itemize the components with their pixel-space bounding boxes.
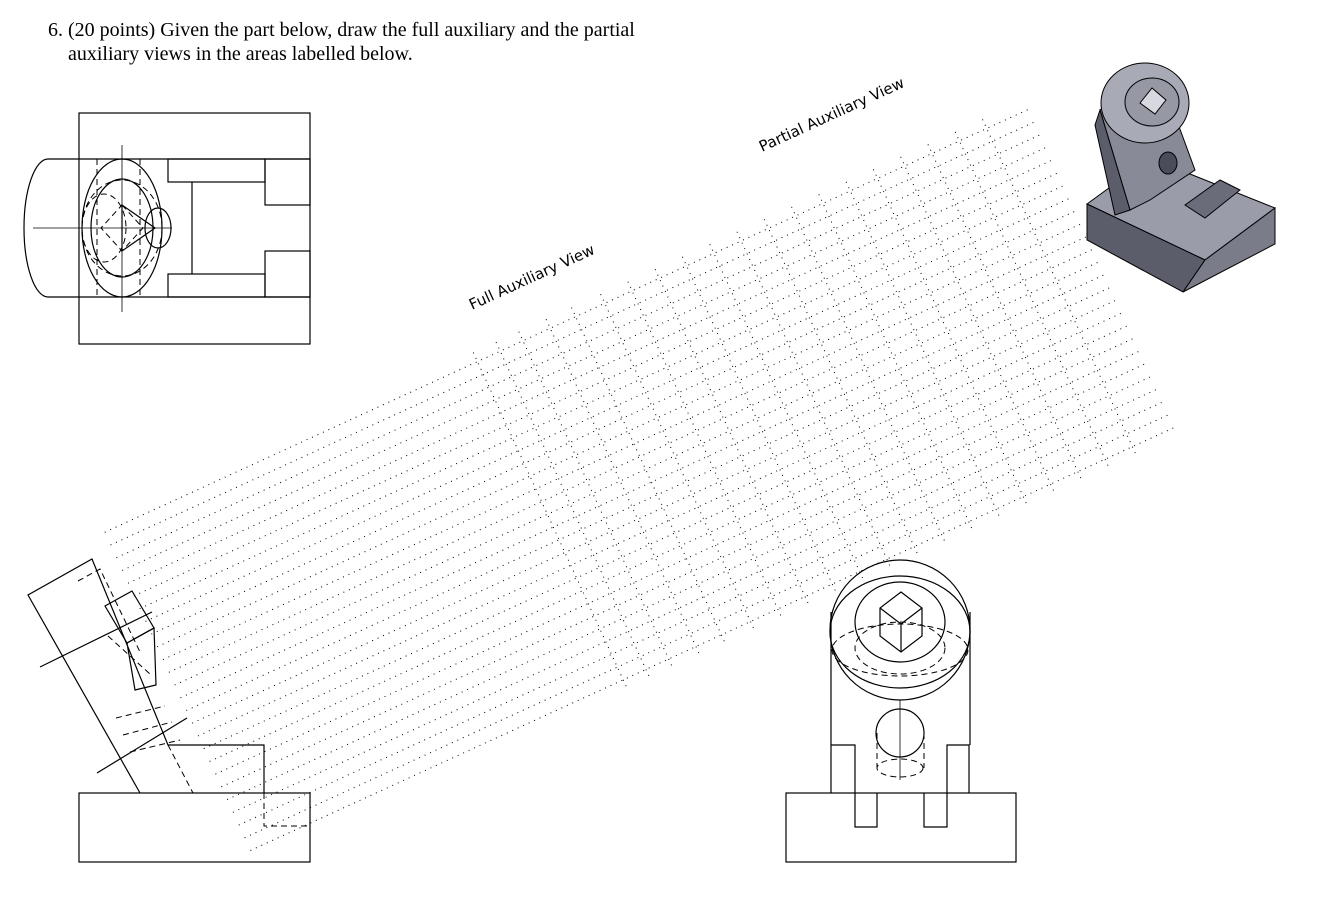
- iso-arm-side: [1094, 108, 1131, 216]
- projection-line: [156, 221, 1085, 648]
- projection-line: [244, 412, 1173, 839]
- projection-line: [682, 256, 837, 594]
- projection-grid: [104, 107, 1179, 851]
- projection-line: [736, 231, 892, 569]
- question-line-1: 6. (20 points) Given the part below, dra…: [48, 19, 635, 41]
- projection-line: [763, 219, 919, 556]
- iso-base-right: [1182, 207, 1276, 293]
- top-view: [23, 112, 311, 345]
- projection-line: [221, 361, 1149, 788]
- projection-lines-long: [104, 107, 1179, 851]
- projection-line: [518, 331, 674, 669]
- projection-line: [472, 352, 628, 690]
- projection-line: [203, 323, 1132, 750]
- projection-line: [495, 341, 651, 679]
- projection-line: [927, 144, 1083, 481]
- projection-line: [197, 310, 1126, 737]
- iso-square-hole: [1139, 87, 1167, 115]
- projection-line: [151, 209, 1079, 635]
- projection-line: [110, 119, 1039, 546]
- projection-line: [133, 170, 1062, 597]
- iso-slot: [1184, 179, 1241, 219]
- projection-line: [845, 181, 1001, 519]
- projection-line: [791, 206, 947, 544]
- projection-line: [186, 285, 1114, 711]
- projection-lines-cross: [472, 119, 1137, 690]
- projection-line: [127, 158, 1056, 584]
- front-view: [27, 558, 311, 863]
- projection-line: [238, 399, 1167, 826]
- question-text: 6. (20 points) Given the part below, dra…: [48, 18, 748, 66]
- projection-line: [600, 294, 756, 631]
- projection-line: [818, 194, 974, 531]
- projection-line: [209, 336, 1138, 762]
- projection-line: [627, 281, 783, 619]
- projection-line: [900, 156, 1056, 494]
- projection-line: [116, 132, 1044, 559]
- projection-line: [232, 387, 1161, 813]
- isometric-pictorial: [1086, 62, 1277, 293]
- projection-line: [226, 374, 1155, 801]
- full-auxiliary-view-label: Full Auxiliary View: [466, 241, 597, 314]
- projection-line: [191, 298, 1120, 724]
- projection-line: [139, 183, 1068, 610]
- iso-round-hole: [1158, 151, 1178, 175]
- projection-line: [121, 145, 1050, 571]
- projection-line: [215, 349, 1144, 775]
- projection-line: [872, 169, 1028, 506]
- projection-line: [654, 269, 810, 606]
- projection-line: [545, 318, 701, 656]
- partial-auxiliary-view-label: Partial Auxiliary View: [756, 74, 907, 156]
- projection-line: [145, 196, 1074, 622]
- projection-line: [250, 425, 1179, 851]
- question-line-2: auxiliary views in the areas labelled be…: [68, 43, 413, 65]
- projection-line: [168, 247, 1097, 673]
- projection-line: [174, 259, 1103, 686]
- projection-line: [180, 272, 1109, 699]
- projection-line: [954, 131, 1110, 469]
- side-view: [785, 559, 1017, 863]
- projection-line: [709, 244, 865, 581]
- projection-line: [162, 234, 1091, 661]
- projection-line: [571, 307, 727, 645]
- projection-line: [104, 107, 1033, 533]
